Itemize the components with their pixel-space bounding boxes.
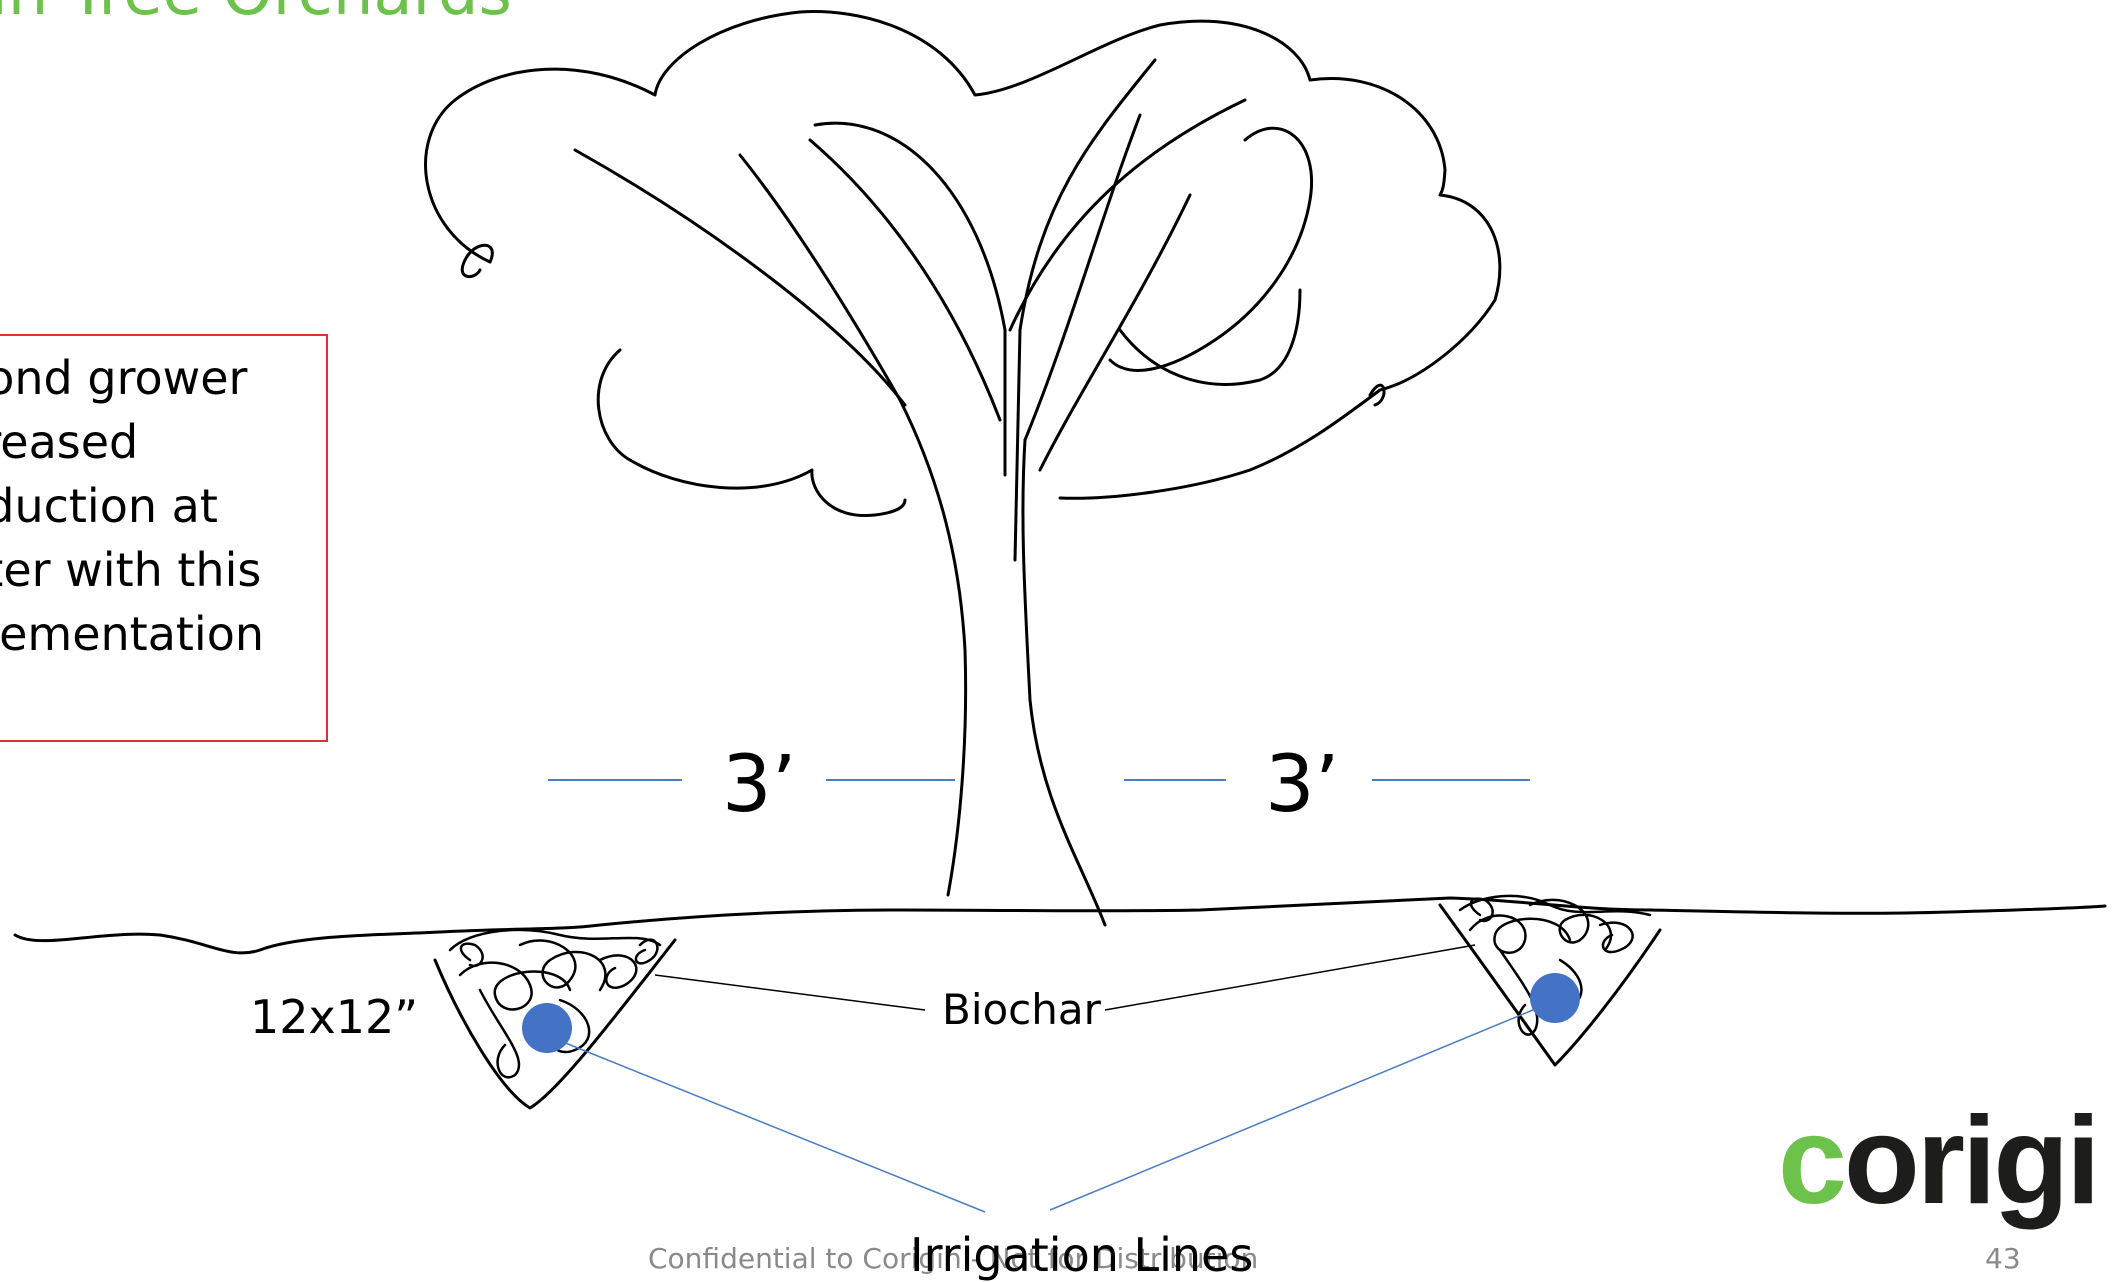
tree-trunk-right xyxy=(1021,438,1107,927)
dimension-label-left: 3’ xyxy=(722,740,797,830)
tree-branch xyxy=(573,148,907,407)
tree-canopy xyxy=(424,10,1502,500)
tree-branch xyxy=(1013,58,1157,562)
irrigation-leader-left xyxy=(557,1039,986,1213)
tree-canopy-swirl xyxy=(1108,126,1313,372)
ground-line xyxy=(13,896,2107,955)
callout-line: nond grower xyxy=(0,351,248,405)
tree-canopy-lower-right xyxy=(1118,288,1302,386)
biochar-leader-left xyxy=(654,974,926,1011)
callout-line: oduction at xyxy=(0,479,218,533)
irrigation-leaders xyxy=(557,1004,1546,1213)
callout-line: creased xyxy=(0,415,139,469)
logo-c: c xyxy=(1778,1092,1847,1230)
corigin-logo: corigi xyxy=(1778,1090,2101,1232)
callout-line: plementation xyxy=(0,607,264,661)
irrigation-leader-right xyxy=(1049,1004,1546,1211)
tree-branch xyxy=(1008,98,1247,332)
tree-branch xyxy=(738,153,902,402)
tree-branch xyxy=(808,138,1002,422)
irrigation-dot-left xyxy=(522,1003,572,1053)
trench-size-label: 12x12” xyxy=(250,990,419,1044)
biochar-leader-right xyxy=(1104,944,1476,1011)
slide-title: in Tree Orchards xyxy=(0,0,512,30)
tree-canopy-left-lobe xyxy=(460,243,494,279)
dimension-label-right: 3’ xyxy=(1265,740,1340,830)
irrigation-dot-right xyxy=(1530,973,1580,1023)
tree-trunk-left xyxy=(898,398,968,897)
irrigation-label: Irrigation Lines xyxy=(910,1228,1254,1282)
trench-right xyxy=(1438,903,1662,1067)
tree-canopy-lower-left xyxy=(596,348,907,518)
biochar-leaders xyxy=(654,944,1476,1011)
biochar-label: Biochar xyxy=(942,985,1101,1034)
biochar-scribble-left xyxy=(448,928,662,1079)
trench-left xyxy=(433,938,677,1110)
logo-rest: origi xyxy=(1843,1092,2101,1230)
tree-branch xyxy=(1038,193,1192,472)
tree-canopy-right-curl xyxy=(1368,383,1386,407)
tree-branch xyxy=(813,121,1007,477)
tree-branch xyxy=(1023,113,1142,442)
page-number: 43 xyxy=(1985,1242,2021,1275)
footer-confidential: Confidential to Corigin - Not for Distri… xyxy=(648,1242,1259,1275)
